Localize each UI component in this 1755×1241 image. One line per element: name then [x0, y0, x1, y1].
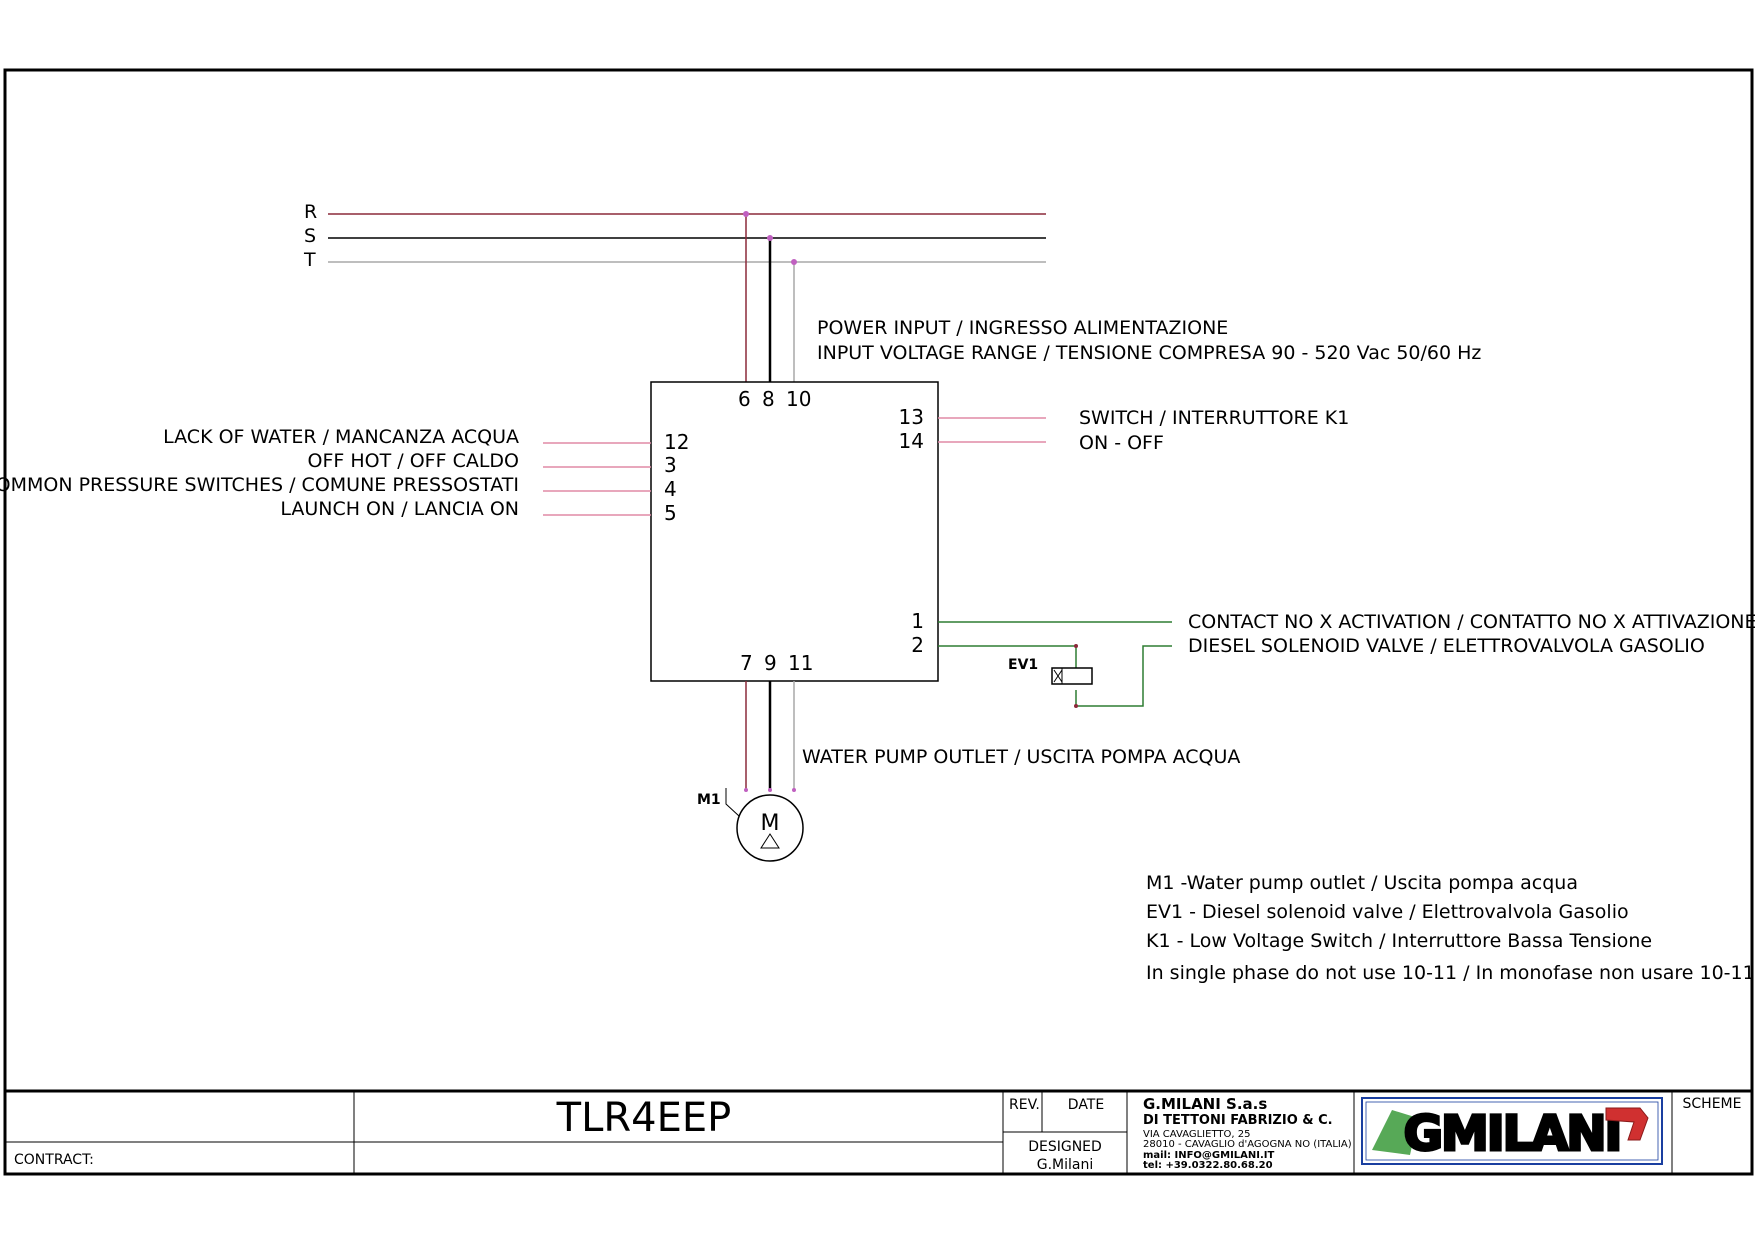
date-label: DATE: [1068, 1097, 1104, 1113]
logo-machine-icon: [1372, 1110, 1418, 1155]
motor-letter: M: [761, 811, 780, 836]
terminal-3: 3: [664, 453, 677, 477]
company-mail: mail: INFO@GMILANI.IT: [1143, 1150, 1275, 1161]
motor-symbol: [736, 794, 804, 862]
junction-s: [767, 235, 773, 241]
label-water-pump-outlet: WATER PUMP OUTLET / USCITA POMPA ACQUA: [802, 746, 1240, 768]
phase-label-t: T: [303, 249, 316, 271]
company-name: G.MILANI S.a.s: [1143, 1095, 1267, 1113]
title-block: CONTRACT: TLR4EEP REV. DATE DESIGNED G.M…: [5, 1089, 1752, 1174]
ev1-node-bottom: [1074, 704, 1078, 708]
label-lack-of-water: LACK OF WATER / MANCANZA ACQUA: [163, 426, 519, 448]
company-address2: 28010 - CAVAGLIO d'AGOGNA NO (ITALIA): [1143, 1139, 1352, 1150]
logo-inner-border: [1365, 1101, 1659, 1161]
label-launch-on: LAUNCH ON / LANCIA ON: [280, 498, 519, 520]
wire-ev1-out: [1075, 645, 1172, 707]
voltage-range-label: INPUT VOLTAGE RANGE / TENSIONE COMPRESA …: [817, 342, 1481, 364]
designed-label: DESIGNED: [1028, 1139, 1102, 1155]
company-owner: DI TETTONI FABRIZIO & C.: [1143, 1113, 1333, 1128]
ev1-cross-b: [1053, 669, 1063, 683]
label-m1: M1: [697, 792, 721, 808]
label-on-off: ON - OFF: [1079, 432, 1164, 454]
label-contact-no: CONTACT NO X ACTIVATION / CONTATTO NO X …: [1188, 611, 1755, 633]
scheme-label: SCHEME: [1683, 1096, 1742, 1112]
phase-label-r: R: [304, 201, 317, 223]
label-diesel-solenoid: DIESEL SOLENOID VALVE / ELETTROVALVOLA G…: [1188, 635, 1705, 657]
label-off-hot: OFF HOT / OFF CALDO: [308, 450, 519, 472]
terminal-4: 4: [664, 477, 677, 501]
legend-m1: M1 -Water pump outlet / Uscita pompa acq…: [1146, 872, 1578, 894]
terminal-2: 2: [911, 633, 924, 657]
terminal-8: 8: [762, 387, 775, 411]
motor-node-11: [792, 788, 796, 792]
ev1-node-top: [1074, 644, 1078, 648]
drawing-title: TLR4EEP: [556, 1095, 732, 1141]
legend-single-phase: In single phase do not use 10-11 / In mo…: [1146, 962, 1755, 984]
legend-k1: K1 - Low Voltage Switch / Interruttore B…: [1146, 930, 1652, 952]
company-logo: GMILANI: [1361, 1097, 1663, 1165]
label-ev1: EV1: [1008, 657, 1038, 673]
motor-ground-lead: [725, 788, 740, 817]
designed-by: G.Milani: [1037, 1157, 1094, 1173]
power-input-label: POWER INPUT / INGRESSO ALIMENTAZIONE: [817, 317, 1228, 339]
motor-node-9: [768, 788, 772, 792]
phase-label-s: S: [304, 225, 316, 247]
terminal-9: 9: [764, 651, 777, 675]
motor-triangle-icon: [760, 833, 780, 849]
wire-ev1-in: [938, 645, 1077, 668]
legend-ev1: EV1 - Diesel solenoid valve / Elettroval…: [1146, 901, 1629, 923]
label-common-pressure-switches: COMMON PRESSURE SWITCHES / COMUNE PRESSO…: [0, 474, 519, 496]
ev1-solenoid-symbol: [1051, 667, 1093, 685]
company-tel: tel: +39.0322.80.68.20: [1143, 1160, 1273, 1171]
company-address1: VIA CAVAGLIETTO, 25: [1143, 1129, 1250, 1140]
drawing-frame: [3, 68, 1754, 1176]
terminal-6: 6: [738, 387, 751, 411]
terminal-1: 1: [911, 609, 924, 633]
logo-spray-gun-icon: [1605, 1107, 1649, 1141]
rev-label: REV.: [1009, 1097, 1040, 1113]
junction-t: [791, 259, 797, 265]
motor-node-7: [744, 788, 748, 792]
terminal-12: 12: [664, 430, 689, 454]
terminal-5: 5: [664, 501, 677, 525]
terminal-10: 10: [786, 387, 811, 411]
junction-r: [743, 211, 749, 217]
contract-label: CONTRACT:: [14, 1152, 94, 1168]
terminal-7: 7: [740, 651, 753, 675]
terminal-11: 11: [788, 651, 813, 675]
logo-wordmark: GMILANI: [1404, 1106, 1621, 1162]
terminal-14: 14: [899, 429, 924, 453]
controller-box: [650, 381, 939, 682]
label-switch-k1: SWITCH / INTERRUTTORE K1: [1079, 407, 1349, 429]
terminal-13: 13: [899, 405, 924, 429]
logo-border: [1361, 1097, 1663, 1165]
